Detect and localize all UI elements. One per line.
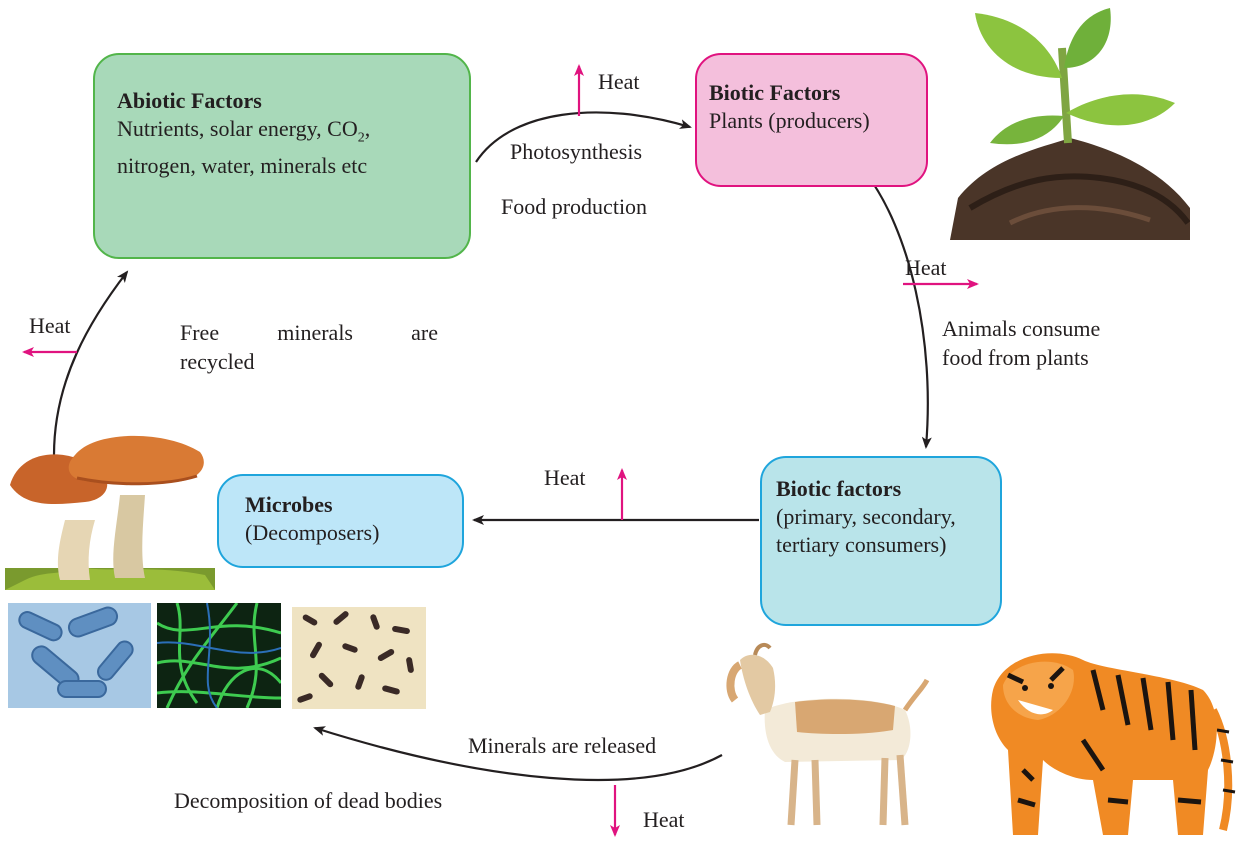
free-minerals-label: Free minerals are recycled (180, 318, 438, 376)
consumers-text: (primary, secondary, tertiary consumers) (776, 503, 986, 559)
heat-label-left: Heat (29, 311, 71, 340)
decomposition-label: Decomposition of dead bodies (174, 786, 442, 815)
heat-label-right: Heat (905, 253, 947, 282)
minerals-released-label: Minerals are released (468, 731, 656, 760)
rod-bacteria-image (292, 607, 426, 709)
abiotic-title: Abiotic Factors (117, 87, 447, 115)
recycling-arrow (54, 272, 127, 455)
food-production-label: Food production (501, 192, 647, 221)
consumers-box: Biotic factors (primary, secondary, tert… (760, 456, 1002, 626)
goat-image (725, 640, 930, 840)
abiotic-factors-box: Abiotic Factors Nutrients, solar energy,… (93, 53, 471, 259)
bacteria-blue-image (8, 603, 151, 708)
producers-text: Plants (producers) (709, 107, 914, 135)
seedling-image (950, 8, 1190, 240)
producers-box: Biotic Factors Plants (producers) (695, 53, 928, 187)
decomposers-title: Microbes (245, 491, 436, 519)
mushroom-image (5, 430, 215, 590)
decomposers-box: Microbes (Decomposers) (217, 474, 464, 568)
tiger-image (933, 630, 1238, 843)
heat-label-middle: Heat (544, 463, 586, 492)
abiotic-line1: Nutrients, solar energy, CO2, (117, 115, 447, 152)
decomposers-text: (Decomposers) (245, 519, 436, 547)
photosynthesis-label: Photosynthesis (510, 137, 642, 166)
animals-consume-label: Animals consume food from plants (942, 314, 1152, 372)
abiotic-line2: nitrogen, water, minerals etc (117, 152, 447, 180)
heat-label-bottom: Heat (643, 805, 685, 834)
consumption-arrow (865, 172, 928, 447)
hyphae-green-image (157, 603, 281, 708)
consumers-title: Biotic factors (776, 475, 986, 503)
heat-label-top: Heat (598, 67, 640, 96)
producers-title: Biotic Factors (709, 79, 914, 107)
